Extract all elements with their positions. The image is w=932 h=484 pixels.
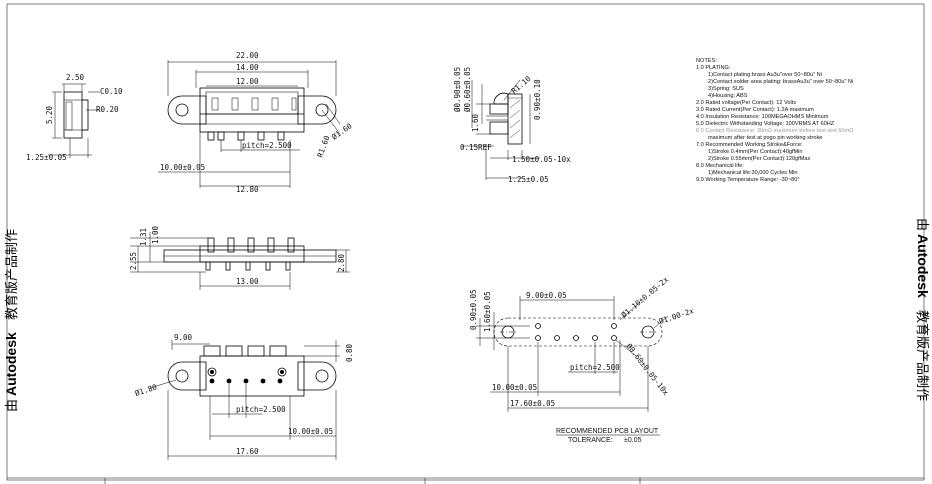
note-line-8: 4.0 Insulation Resistance: 100MEGAOHMS M… xyxy=(696,114,829,120)
dim-1-00: 1.00 xyxy=(151,225,160,244)
dim-phi-1-10-2x: Ø1.10±0.05-2x xyxy=(620,275,671,320)
dim-1-60-pcb: 1.60±0.05 xyxy=(483,291,492,332)
note-line-6: 2.0 Rated voltage(Per Contact): 12 Volts xyxy=(696,100,796,106)
dim-2-50: 2.50 xyxy=(66,73,85,82)
dim-12-00: 12.00 xyxy=(236,77,259,86)
dim-phi-1-00-2x: Ø1.00-2x xyxy=(658,306,696,326)
dim-1-25: 1.25±0.05 xyxy=(26,153,67,162)
tolerance-value: ±0.05 xyxy=(624,437,642,444)
left-side-view: 2.50 C0.10 R0.20 5.20 1.25±0.05 xyxy=(26,73,123,162)
dim-phi-1-80: Ø1.80 xyxy=(134,382,159,398)
watermark-left-suffix: 教育版产品制作 xyxy=(4,229,20,320)
watermark-left-brand: Autodesk xyxy=(3,332,19,396)
dim-13-00: 13.00 xyxy=(236,277,259,286)
dim-1-31: 1.31 xyxy=(139,228,148,246)
note-line-3: 2)Contact solder area plating: brassAu3u… xyxy=(708,79,853,85)
front-view: 1.31 1.00 2.55 2.80 13.00 xyxy=(129,225,350,290)
dim-0-15ref: 0.15REF xyxy=(460,143,492,152)
dim-pitch-pcb: pitch=2.500 xyxy=(570,363,620,372)
dim-phi-1-60: Ø1.60 xyxy=(330,121,354,142)
note-line-4: 3)Spring: SUS xyxy=(708,86,744,92)
dim-phi-0-60: Ø0.60±0.05 xyxy=(463,67,472,112)
note-line-10: 6.0 Contact Resistance: 30mΩ maximum bef… xyxy=(696,128,853,134)
dim-0-90-tol: 0.90±0.10 xyxy=(533,79,542,120)
dim-r1-60: R1.60 xyxy=(315,134,331,159)
dim-14-00: 14.00 xyxy=(236,63,259,72)
dim-phi-0-90: Ø0.90±0.05 xyxy=(453,67,462,112)
note-line-17: 9.0 Working Temperature Range: -30~80° xyxy=(696,177,800,183)
note-line-5: 4)Housing: ABS xyxy=(708,93,748,99)
dim-10-00-pcb: 10.00±0.05 xyxy=(492,383,537,392)
note-line-2: 1)Contact plating:brass Au3u"over 50~80u… xyxy=(708,72,822,78)
dim-17-60-pcb: 17.60±0.05 xyxy=(510,399,555,408)
drawing-border xyxy=(6,3,925,481)
dim-10-00-bottom: 10.00±0.05 xyxy=(288,427,333,436)
note-line-13: 1)Stroke 0.4mm(Per Contact):40gfMin xyxy=(708,149,803,155)
dim-1-50-10x: 1.50±0.05-10x xyxy=(512,155,571,164)
tolerance-label: TOLERANCE: xyxy=(568,437,613,444)
dim-2-55: 2.55 xyxy=(129,252,138,270)
detail-view: Ø0.90±0.05 Ø0.60±0.05 R1.10 0.90±0.10 1.… xyxy=(453,67,571,184)
dim-17-60: 17.60 xyxy=(236,447,259,456)
dim-pitch-top: pitch=2.500 xyxy=(242,141,292,150)
watermark-right-suffix: 教育版产品制作 xyxy=(914,310,930,401)
dim-10-00-top: 10.00±0.05 xyxy=(160,163,205,172)
watermark-right: 由 Autodesk 教育版产品制作 xyxy=(914,218,931,401)
dim-22-00: 22.00 xyxy=(236,51,259,60)
note-line-14: 2)Stroke 0.55mm(Per Contact):120gfMax xyxy=(708,156,810,162)
dim-1-25-detail: 1.25±0.05 xyxy=(508,175,549,184)
note-line-11: maximum after test at pogo pin working s… xyxy=(708,135,822,141)
dim-1-60-detail: 1.60 xyxy=(471,113,480,132)
watermark-right-brand: Autodesk xyxy=(915,234,931,298)
note-line-9: 5.0 Dielectric Withstanding Voltage: 100… xyxy=(696,121,835,127)
watermark-right-prefix: 由 xyxy=(914,218,929,231)
dim-12-80: 12.80 xyxy=(236,185,259,194)
dim-2-80: 2.80 xyxy=(337,253,346,272)
dim-c0-10: C0.10 xyxy=(100,87,123,96)
dim-r1-10: R1.10 xyxy=(510,74,533,96)
bottom-view: 9.00 0.80 Ø1.80 pitch=2.500 10.00±0.05 1… xyxy=(134,333,354,460)
dim-5-20: 5.20 xyxy=(45,105,54,124)
note-line-12: 7.0 Recommended Working Stroke&Force: xyxy=(696,142,803,148)
dim-phi-0-60-10x: Ø0.60±0.05-10x xyxy=(624,342,670,398)
note-line-7: 3.0 Rated Current(Per Contact): 1.2A max… xyxy=(696,107,814,113)
watermark-left: 由 Autodesk 教育版产品制作 xyxy=(3,229,20,412)
dim-9-00-pcb: 9.00±0.05 xyxy=(526,291,567,300)
dim-0-80: 0.80 xyxy=(345,343,354,362)
notes-block: NOTES: 1.0 PLATING: 1)Contact plating:br… xyxy=(696,58,853,183)
pcb-layout-title: RECOMMENDED PCB LAYOUT xyxy=(556,428,659,435)
notes-heading: NOTES: xyxy=(696,58,717,64)
watermark-left-prefix: 由 xyxy=(5,399,20,412)
note-line-16: 1)Mechanical life:30,000 Cycles Min xyxy=(708,170,798,176)
pcb-layout: 9.00±0.05 0.90±0.05 1.60±0.05 Ø1.10±0.05… xyxy=(469,275,695,444)
note-line-15: 8.0 Mechanical life: xyxy=(696,163,744,169)
note-line-1: 1.0 PLATING: xyxy=(696,65,731,71)
dim-r0-20: R0.20 xyxy=(96,105,119,114)
top-view: 22.00 14.00 12.00 pitch=2.500 10.00±0.05… xyxy=(158,51,354,194)
dim-0-90-pcb: 0.90±0.05 xyxy=(469,289,478,330)
dim-9-00-bottom: 9.00 xyxy=(174,333,193,342)
dim-pitch-bottom: pitch=2.500 xyxy=(236,405,286,414)
